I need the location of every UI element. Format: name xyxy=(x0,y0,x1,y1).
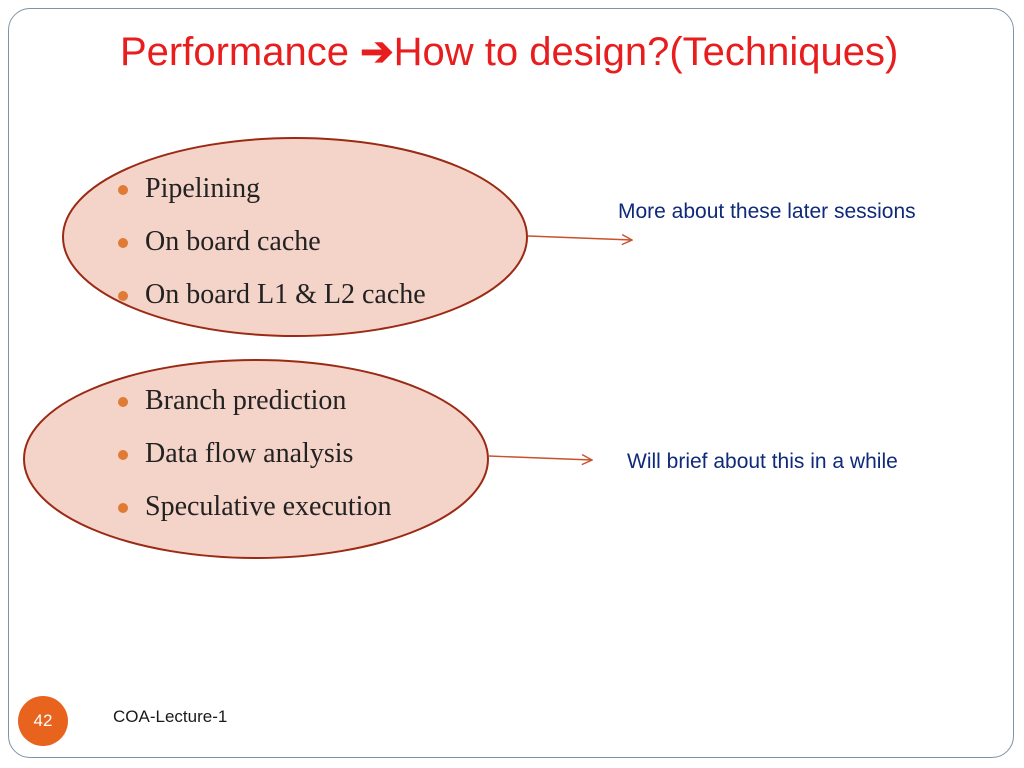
title-text-after: How to design?(Techniques) xyxy=(393,30,899,74)
list-item: On board cache xyxy=(116,224,426,277)
round-bullet-icon xyxy=(118,397,128,407)
title-text-before: Performance xyxy=(120,30,361,74)
list-item-label: Speculative execution xyxy=(145,491,392,522)
slide-number-badge: 42 xyxy=(18,696,68,746)
list-item: Pipelining xyxy=(116,171,426,224)
list-item-label: Pipelining xyxy=(145,173,261,204)
list-item: Data flow analysis xyxy=(116,436,391,489)
list-item-label: On board L1 & L2 cache xyxy=(145,279,426,310)
group-1-ellipse xyxy=(62,137,528,337)
round-bullet-icon xyxy=(118,503,128,513)
round-bullet-icon xyxy=(118,238,128,248)
group-2-arrow xyxy=(488,456,592,460)
group-1-note: More about these later sessions xyxy=(618,200,916,223)
round-bullet-icon xyxy=(118,185,128,195)
list-item: Speculative execution xyxy=(116,489,391,542)
slide-title: Performance ➔How to design?(Techniques) xyxy=(120,26,980,78)
group-2-note: Will brief about this in a while xyxy=(627,450,898,473)
group-2-list: Branch prediction Data flow analysis Spe… xyxy=(116,383,391,542)
group-1-arrow xyxy=(527,236,632,240)
list-item: On board L1 & L2 cache xyxy=(116,277,426,330)
round-bullet-icon xyxy=(118,450,128,460)
round-bullet-icon xyxy=(118,291,128,301)
list-item: Branch prediction xyxy=(116,383,391,436)
list-item-label: Data flow analysis xyxy=(145,438,354,469)
group-1-list: Pipelining On board cache On board L1 & … xyxy=(116,171,426,330)
footer-label: COA-Lecture-1 xyxy=(113,707,228,726)
right-arrow-icon: ➔ xyxy=(360,30,394,74)
list-item-label: On board cache xyxy=(145,226,321,257)
list-item-label: Branch prediction xyxy=(145,385,347,416)
group-2-ellipse xyxy=(23,359,489,559)
